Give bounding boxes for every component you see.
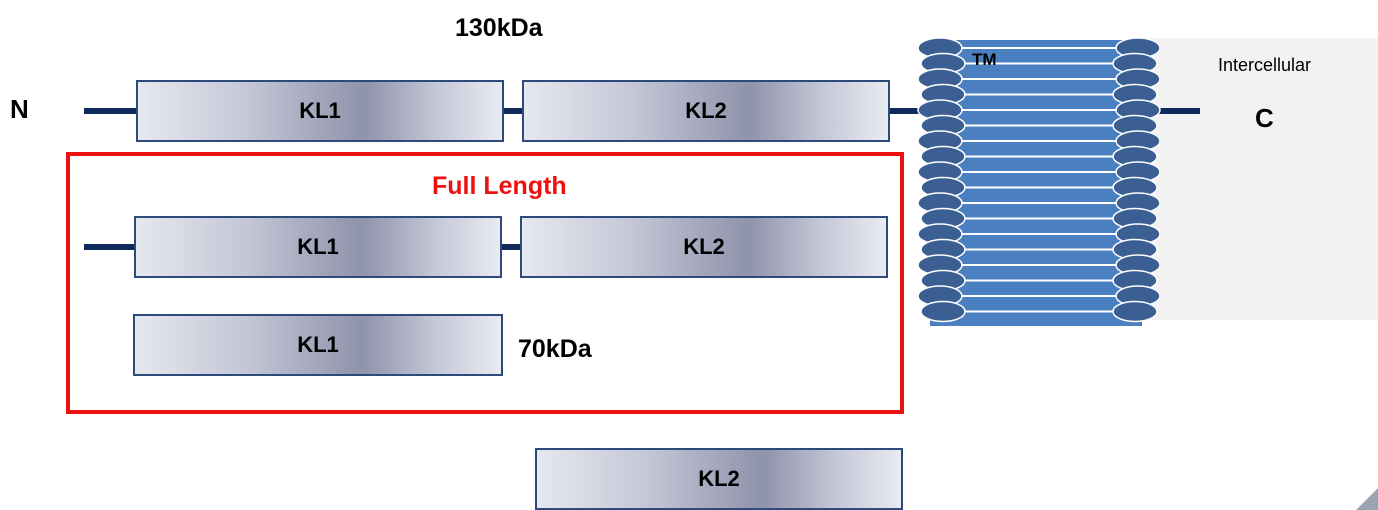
fl-kl1-domain: KL1	[134, 216, 502, 278]
lipid-bead-left	[920, 300, 966, 323]
transmembrane-region	[917, 37, 1161, 326]
fl-backbone-mid	[500, 244, 522, 250]
intercellular-region	[1148, 38, 1378, 320]
tm-label: TM	[972, 50, 997, 69]
mass-label-130kda: 130kDa	[455, 14, 543, 42]
mass-label-70kda: 70kDa	[518, 335, 592, 363]
intercellular-label: Intercellular	[1218, 55, 1312, 75]
full-length-frame	[66, 152, 904, 414]
corner-mark	[1356, 488, 1378, 510]
full-length-label: Full Length	[432, 172, 567, 200]
lipid-bead-right	[1112, 300, 1158, 323]
fl-kl2-domain: KL2	[520, 216, 888, 278]
fl-backbone-left	[84, 244, 136, 250]
top-kl2-domain: KL2	[522, 80, 890, 142]
frag-kl2-domain: KL2	[535, 448, 903, 510]
frag-kl1-domain: KL1	[133, 314, 503, 376]
top-kl1-domain: KL1	[136, 80, 504, 142]
top-backbone-left	[84, 108, 138, 114]
top-backbone-mid	[502, 108, 524, 114]
n-terminus-label: N	[10, 94, 29, 124]
c-terminus-label: C	[1255, 103, 1274, 133]
